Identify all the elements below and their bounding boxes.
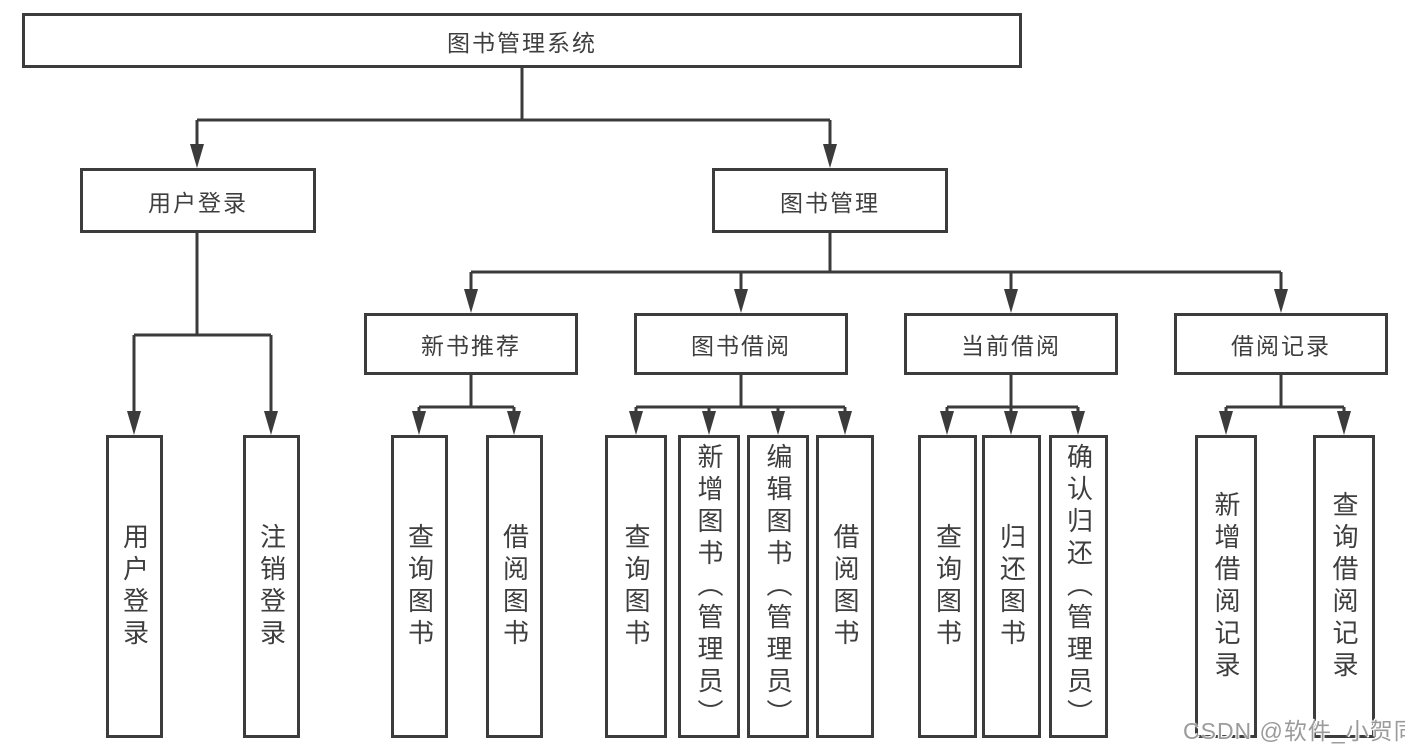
leaf-query-books-recommend: 查询图书	[391, 435, 448, 738]
arrow-down-icon	[771, 411, 785, 435]
arrow-down-icon	[629, 411, 643, 435]
arrow-down-icon	[1219, 411, 1233, 435]
leaf-user-login: 用户登录	[106, 435, 163, 738]
node-book-borrowing: 图书借阅	[634, 313, 848, 375]
node-book-management: 图书管理	[712, 168, 948, 233]
arrow-down-icon	[1004, 411, 1018, 435]
leaf-label: 查询借阅记录	[1329, 490, 1359, 683]
leaf-label: 新增借阅记录	[1211, 490, 1241, 683]
leaf-label: 查询图书	[932, 522, 963, 651]
leaf-label: 借阅图书	[499, 522, 530, 651]
leaf-borrow-books: 借阅图书	[816, 435, 874, 738]
leaf-query-borrow-record: 查询借阅记录	[1313, 435, 1375, 738]
leaf-label: 编辑图书（管理员）	[763, 442, 793, 731]
leaf-return-books: 归还图书	[982, 435, 1041, 738]
leaf-edit-books-admin: 编辑图书（管理员）	[747, 435, 809, 738]
arrow-down-icon	[940, 411, 954, 435]
leaf-query-books-current: 查询图书	[918, 435, 977, 738]
leaf-label: 确认归还（管理员）	[1063, 442, 1094, 731]
leaf-confirm-return-admin: 确认归还（管理员）	[1049, 435, 1108, 738]
csdn-watermark: CSDN @软件_小贺同学	[1183, 718, 1405, 744]
node-system-root: 图书管理系统	[22, 13, 1022, 68]
leaf-label: 借阅图书	[830, 522, 860, 651]
leaf-label: 用户登录	[119, 522, 150, 651]
arrow-down-icon	[412, 411, 426, 435]
leaf-query-books-borrow: 查询图书	[605, 435, 667, 738]
arrow-down-icon	[734, 289, 748, 313]
arrow-down-icon	[464, 289, 478, 313]
leaf-borrow-books-recommend: 借阅图书	[486, 435, 543, 738]
leaf-label: 归还图书	[996, 522, 1027, 651]
leaf-label: 查询图书	[621, 522, 651, 651]
arrow-down-icon	[127, 411, 141, 435]
arrow-down-icon	[264, 411, 278, 435]
node-new-book-recommend: 新书推荐	[364, 313, 578, 375]
arrow-down-icon	[1274, 289, 1288, 313]
node-current-borrowing: 当前借阅	[904, 313, 1118, 375]
leaf-logout: 注销登录	[243, 435, 300, 738]
arrow-down-icon	[838, 411, 852, 435]
arrow-down-icon	[1071, 411, 1085, 435]
arrow-down-icon	[823, 144, 837, 168]
arrow-down-icon	[1004, 289, 1018, 313]
arrow-down-icon	[1337, 411, 1351, 435]
leaf-label: 查询图书	[404, 522, 435, 651]
leaf-add-borrow-record: 新增借阅记录	[1195, 435, 1257, 738]
leaf-label: 新增图书（管理员）	[694, 442, 724, 731]
leaf-add-books-admin: 新增图书（管理员）	[678, 435, 740, 738]
arrow-down-icon	[507, 411, 521, 435]
leaf-label: 注销登录	[256, 522, 287, 651]
arrow-down-icon	[702, 411, 716, 435]
arrow-down-icon	[190, 144, 204, 168]
node-user-login: 用户登录	[80, 168, 316, 233]
node-borrow-records: 借阅记录	[1174, 313, 1388, 375]
